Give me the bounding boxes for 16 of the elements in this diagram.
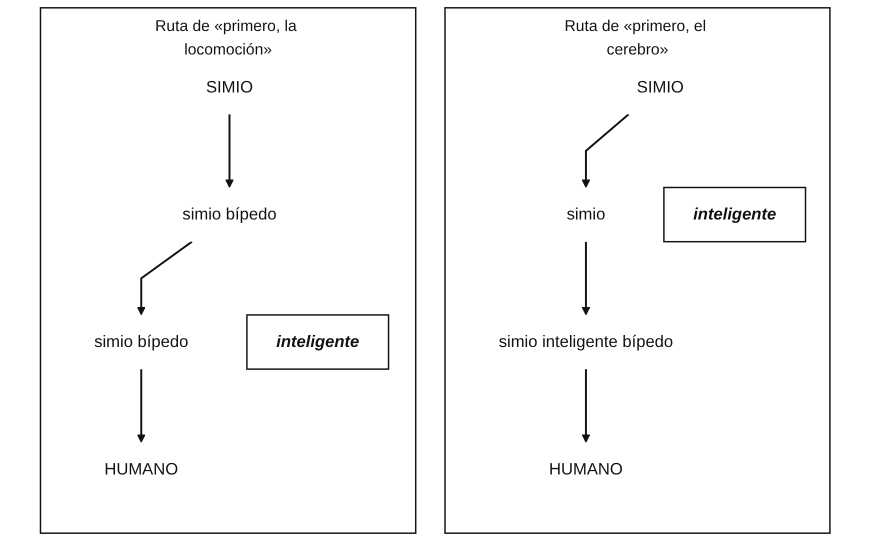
node-text: simio inteligente bípedo xyxy=(499,332,674,352)
node-box: inteligente xyxy=(246,314,390,370)
node-box: inteligente xyxy=(663,186,807,242)
arrow xyxy=(137,240,193,316)
node-text: SIMIO xyxy=(206,78,254,96)
node-text: simio bípedo xyxy=(94,332,189,352)
node-text: simio xyxy=(566,205,606,224)
node-text: SIMIO xyxy=(637,78,684,96)
arrow xyxy=(225,114,234,188)
node-text: HUMANO xyxy=(104,460,178,478)
arrow xyxy=(582,114,630,188)
arrow xyxy=(137,369,146,443)
node-text: simio bípedo xyxy=(182,205,277,224)
node-text: HUMANO xyxy=(549,460,624,478)
arrow xyxy=(582,369,591,443)
arrow xyxy=(582,242,591,316)
